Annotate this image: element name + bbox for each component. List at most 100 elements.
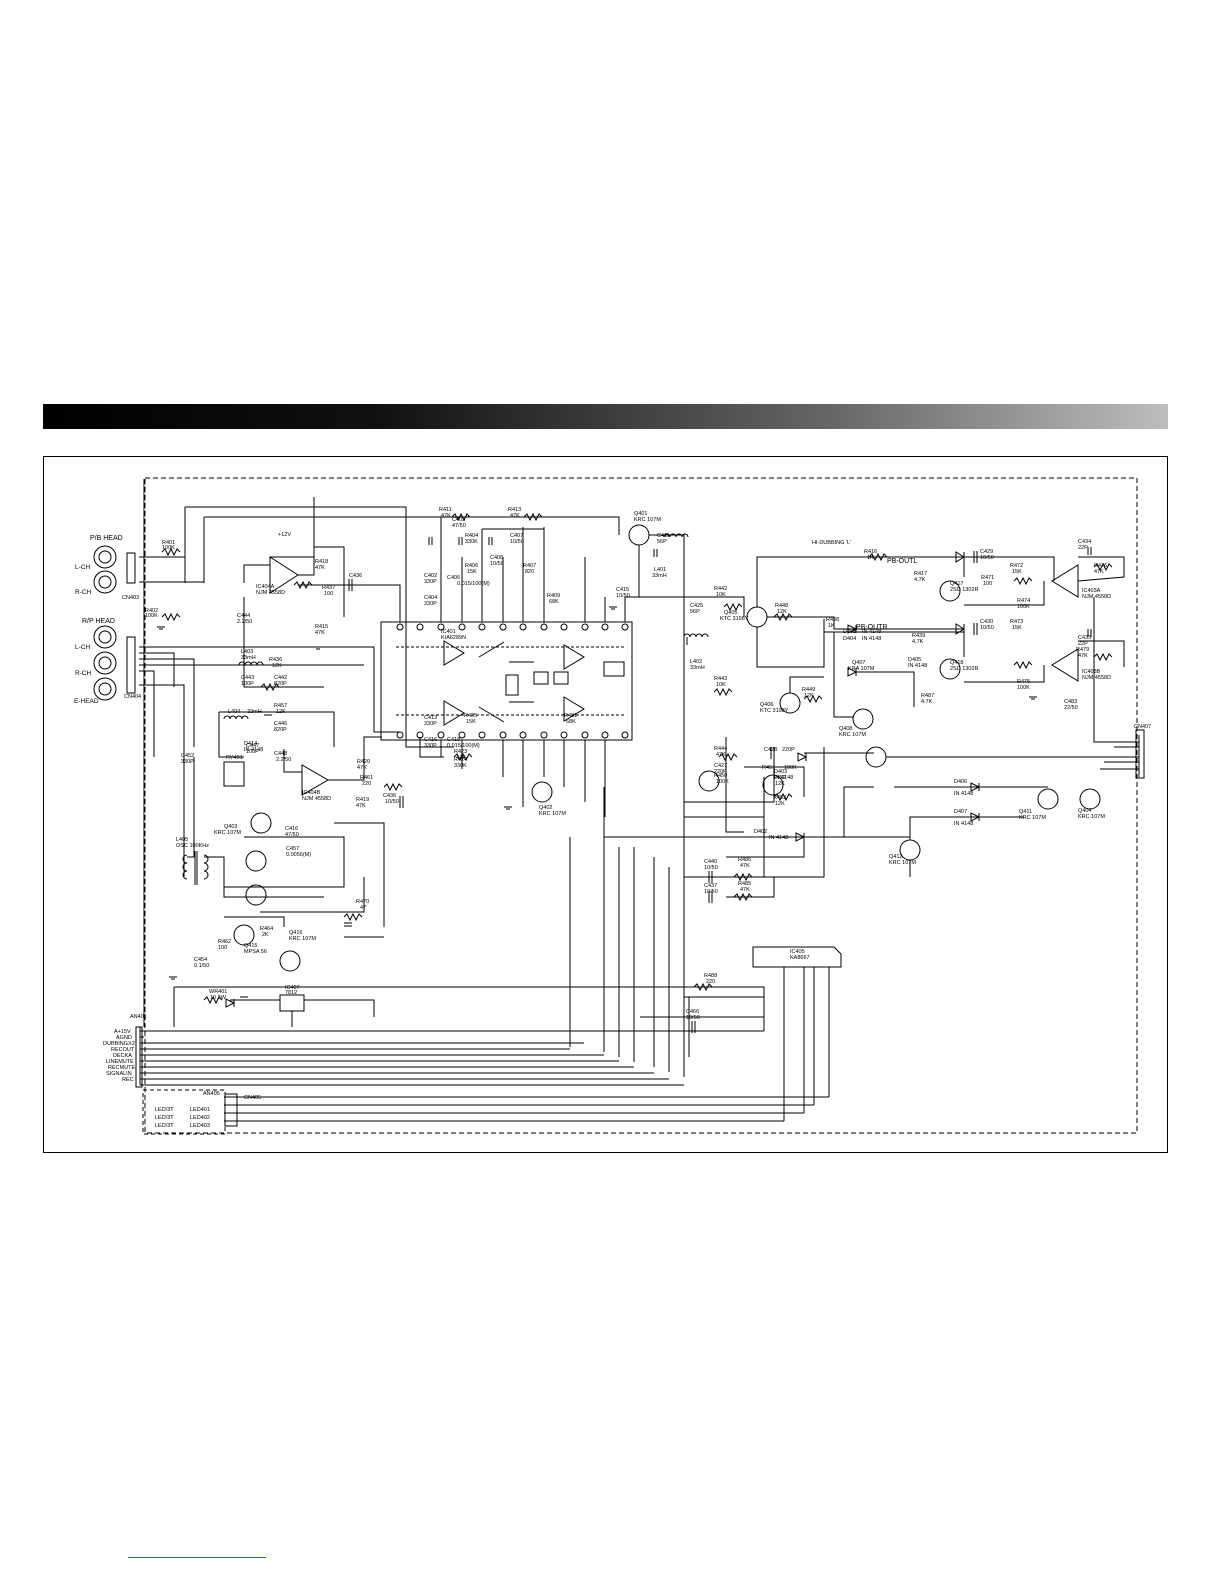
c457-ref: C457 bbox=[286, 846, 299, 852]
c452-val: 330P bbox=[181, 759, 194, 765]
c415-val: 10/50 bbox=[616, 593, 630, 599]
d404-ref: D404 bbox=[843, 636, 856, 642]
led2-ref: LED402 bbox=[190, 1115, 210, 1121]
an405-label: AN405 bbox=[203, 1091, 220, 1097]
c437-val: 10/50 bbox=[704, 889, 718, 895]
d405-val: IN 4148 bbox=[908, 663, 927, 669]
q405-ref: Q405 bbox=[724, 610, 737, 616]
r486-val: 47K bbox=[740, 863, 750, 869]
r424-val: 330K bbox=[454, 763, 467, 769]
q406-ref: Q406 bbox=[760, 702, 773, 708]
ic404b-ref: IC404B bbox=[302, 790, 321, 796]
c436-val: 10/50 bbox=[385, 799, 399, 805]
led1-type: LED/3T bbox=[155, 1107, 174, 1113]
c444-val: 2.2/50 bbox=[237, 619, 252, 625]
r436-val: 12K bbox=[272, 663, 282, 669]
q412-ref: Q412 bbox=[889, 854, 902, 860]
r442-val: 10K bbox=[716, 592, 726, 598]
q415-ref: Q415 bbox=[244, 943, 257, 949]
q402-part: KRC 107M bbox=[539, 811, 566, 817]
cn407-label: CN407 bbox=[1134, 724, 1151, 730]
r438-ref: R438 bbox=[826, 617, 839, 623]
ground-symbols bbox=[157, 606, 1037, 980]
c418-val: 0.015/100(M) bbox=[447, 743, 480, 749]
r451-ref: R451 bbox=[762, 765, 775, 771]
relay-symbol bbox=[223, 761, 245, 787]
c447-val: 100P bbox=[246, 749, 259, 755]
l404-val: 33mH bbox=[247, 709, 262, 715]
q417-part: 2SD 1302R bbox=[950, 587, 978, 593]
l404-ref: L404 bbox=[228, 709, 240, 715]
r471-ref: R471 bbox=[981, 575, 994, 581]
r416-ref: R416 bbox=[864, 549, 877, 555]
r472-ref: R472 bbox=[1010, 563, 1023, 569]
c430-ref: C430 bbox=[980, 619, 993, 625]
ic403b-part: NJM 4558D bbox=[1082, 675, 1111, 681]
c416b-ref: C416 bbox=[285, 826, 298, 832]
c407-ref: C407 bbox=[510, 533, 523, 539]
an401-pin-7: RECMUTE bbox=[108, 1065, 136, 1071]
d408-val: IN 4148 bbox=[862, 629, 881, 635]
r420-ref: R420 bbox=[357, 759, 370, 765]
c425-ref: C425 bbox=[690, 603, 703, 609]
r417-val: 4.7K bbox=[914, 577, 926, 583]
cn404-label: CN404 bbox=[124, 694, 141, 700]
r486-ref: R486 bbox=[738, 857, 751, 863]
r474-val: 100K bbox=[1017, 604, 1030, 610]
ic403a-part: NJM 4558D bbox=[1082, 594, 1111, 600]
c433-ref: C433 bbox=[1078, 635, 1091, 641]
ic403b-symbol bbox=[1051, 648, 1079, 682]
r438-val: 1K bbox=[828, 623, 835, 629]
r485-ref: R485 bbox=[738, 881, 751, 887]
c408-val: 10/50 bbox=[490, 561, 504, 567]
c416-ref: C416 bbox=[424, 737, 437, 743]
c429-val: 10/50 bbox=[980, 555, 994, 561]
c483-ref: C483 bbox=[1064, 699, 1077, 705]
r424-ref: R424 bbox=[454, 757, 467, 763]
c454-ref: C454 bbox=[194, 957, 207, 963]
c446-ref: C446 bbox=[274, 721, 287, 727]
schematic-diagram: P/B HEAD L-CH R-CH CN403 R/P HEAD L-CH R… bbox=[74, 477, 1151, 1135]
r470-ref: R470 bbox=[356, 899, 369, 905]
c425-val: 56P bbox=[690, 609, 700, 615]
q407-part: KRA 107M bbox=[848, 666, 875, 672]
r402-val: 100K bbox=[145, 613, 158, 619]
c428-ref: C428 bbox=[764, 747, 777, 753]
r462-val: 100 bbox=[218, 945, 227, 951]
r418-ref: R418 bbox=[315, 559, 328, 565]
ic407-ref: IC407 bbox=[285, 985, 300, 991]
q404-ref: Q404 bbox=[1078, 808, 1091, 814]
board-outline bbox=[144, 477, 1138, 1134]
l405-label: L405 bbox=[176, 837, 188, 843]
c437-ref: C437 bbox=[704, 883, 717, 889]
d414-val: IN 4148 bbox=[244, 747, 263, 753]
r431-val: 68K bbox=[566, 719, 576, 725]
r425-ref: R425 bbox=[464, 713, 477, 719]
c413-val: 330P bbox=[424, 721, 437, 727]
d403-ref: D403 bbox=[774, 769, 787, 775]
r479-ref: R479 bbox=[1076, 647, 1089, 653]
capacitor-symbols bbox=[240, 537, 1092, 1033]
footer-link-underline bbox=[128, 1557, 266, 1558]
pb-rch-label: R-CH bbox=[75, 589, 92, 596]
c411-val: 56P bbox=[657, 539, 667, 545]
c446-val: 820P bbox=[274, 727, 287, 733]
r417-ref: R417 bbox=[914, 571, 927, 577]
d402-val: IN 4148 bbox=[769, 835, 788, 841]
d402-ref: D402 bbox=[754, 829, 767, 835]
an401-label: AN401 bbox=[130, 1014, 147, 1020]
r485-val: 47K bbox=[740, 887, 750, 893]
ic404a-symbol bbox=[269, 556, 299, 594]
c442-ref: C442 bbox=[274, 675, 287, 681]
c440-val: 10/50 bbox=[704, 865, 718, 871]
r488-ref: R488 bbox=[704, 973, 717, 979]
r416-val: 1K bbox=[867, 555, 874, 561]
pb-outl-label: PB-OUTL bbox=[887, 558, 917, 565]
an401-box bbox=[135, 1026, 143, 1088]
r475-val: 100K bbox=[1017, 685, 1030, 691]
r474-ref: R474 bbox=[1017, 598, 1030, 604]
l403-ref: L403 bbox=[241, 649, 253, 655]
ic401-pins bbox=[396, 623, 629, 739]
r402-ref: R402 bbox=[145, 608, 158, 614]
d414-ref: D414 bbox=[244, 741, 257, 747]
